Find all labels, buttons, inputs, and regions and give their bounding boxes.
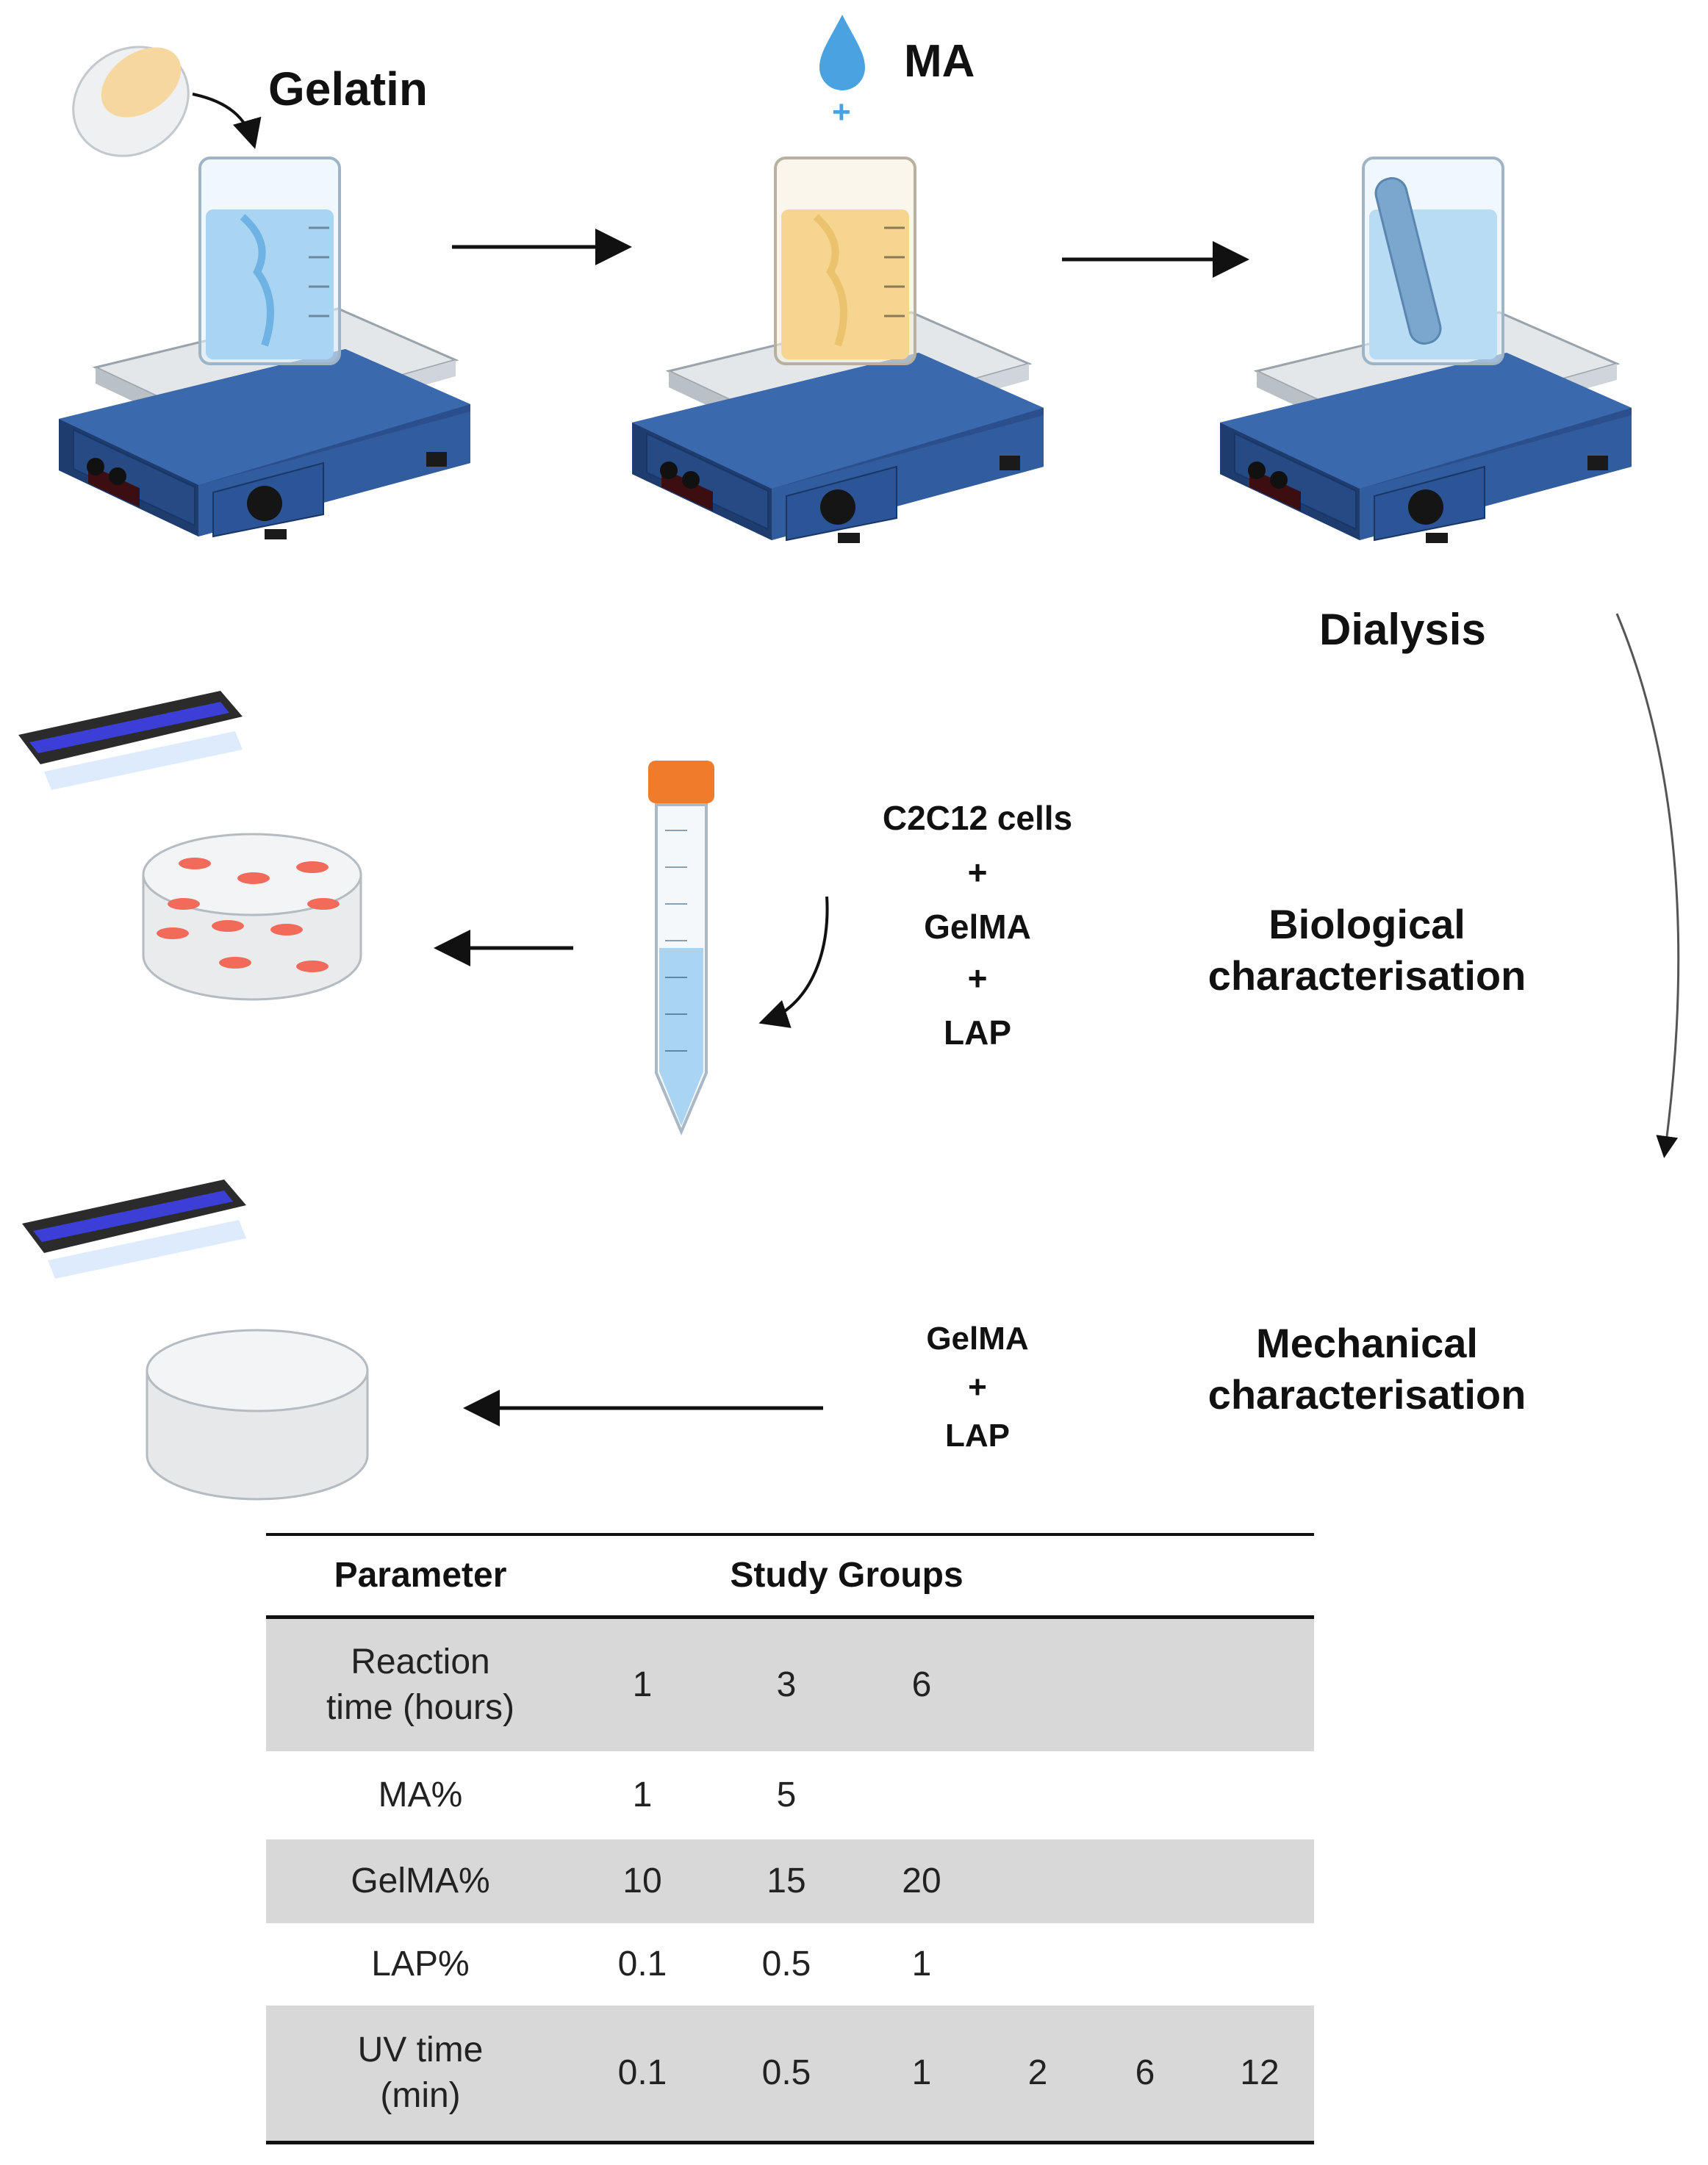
- table-header-row: Parameter Study Groups: [266, 1536, 1314, 1615]
- value-cell: 6: [1135, 2053, 1155, 2092]
- parameter-line: LAP%: [371, 1944, 470, 1983]
- arrow-mix-to-tube: [758, 896, 829, 1028]
- value-cell: 3: [776, 1665, 797, 1704]
- parameter-cell: Reaction time (hours): [266, 1619, 575, 1751]
- parameter-cell: LAP%: [266, 1923, 575, 2006]
- parameter-cell: UV time (min): [266, 2006, 575, 2141]
- mech-mix-lap: LAP: [945, 1418, 1010, 1454]
- value-cell: 1: [632, 1665, 653, 1704]
- bio-mix-label: C2C12 cells + GelMA + LAP: [853, 801, 1102, 1049]
- dialysis-bag-icon: [1362, 157, 1504, 365]
- table-row: GelMA% 10 15 20: [266, 1839, 1314, 1923]
- value-cell: 10: [622, 1861, 662, 1900]
- parameter-cell: MA%: [266, 1751, 575, 1839]
- parameter-line: Reaction: [351, 1642, 490, 1681]
- mech-mix-plus: +: [968, 1369, 987, 1405]
- dialysis-curve-arrow: [1615, 613, 1680, 1158]
- parameter-cell: GelMA%: [266, 1839, 575, 1923]
- table-row: MA% 1 5: [266, 1751, 1314, 1839]
- value-cell: 15: [767, 1861, 806, 1900]
- value-cell: 1: [911, 1944, 932, 1983]
- parameter-line: GelMA%: [351, 1861, 490, 1900]
- value-cell: 1: [911, 2053, 932, 2092]
- value-cell: 20: [902, 1861, 941, 1900]
- mechanical-line-2: characterisation: [1208, 1371, 1526, 1418]
- gelatin-arrow: [192, 93, 262, 149]
- uv-lamp-icon: [18, 691, 243, 790]
- table-row: Reaction time (hours) 1 3 6: [266, 1619, 1314, 1751]
- value-cell: 2: [1027, 2053, 1048, 2092]
- hydrogel-disc-icon-cells: [142, 833, 362, 1001]
- value-cell: 6: [911, 1665, 932, 1704]
- study-groups-table: Parameter Study Groups Reaction time (hou…: [266, 1533, 1314, 2144]
- table-top-rule: [266, 1533, 1314, 1536]
- mech-mix-gelma: GelMA: [926, 1321, 1029, 1357]
- beaker-icon: [198, 157, 341, 365]
- mech-mix-label: GelMA + LAP: [875, 1323, 1080, 1452]
- bio-mix-plus-2: +: [967, 959, 988, 997]
- uv-lamp-icon-2: [22, 1180, 246, 1279]
- header-parameter: Parameter: [334, 1555, 507, 1595]
- value-cell: 5: [776, 1775, 797, 1814]
- table-header-rule: [266, 1615, 1314, 1619]
- parameter-line: MA%: [378, 1775, 463, 1814]
- gelatin-label: Gelatin: [268, 62, 428, 115]
- bio-mix-plus-1: +: [967, 853, 988, 891]
- ma-plus-label: +: [832, 94, 851, 130]
- table-row: LAP% 0.1 0.5 1: [266, 1923, 1314, 2006]
- dialysis-label: Dialysis: [1319, 605, 1486, 654]
- parameter-line: time (hours): [326, 1688, 515, 1727]
- biological-line-1: Biological: [1269, 901, 1465, 947]
- gelatin-bowl-icon: [72, 46, 190, 157]
- falcon-tube-icon: [648, 761, 714, 1136]
- value-cell: 1: [632, 1775, 653, 1814]
- mechanical-characterisation-label: Mechanical characterisation: [1183, 1323, 1551, 1415]
- parameter-line: UV time: [357, 2030, 484, 2069]
- ma-label: MA: [904, 36, 975, 87]
- bio-mix-gelma: GelMA: [924, 908, 1031, 946]
- value-cell: 0.1: [617, 1944, 667, 1983]
- value-cell: 0.5: [761, 1944, 811, 1983]
- header-study-groups: Study Groups: [730, 1555, 964, 1595]
- table-bottom-rule: [266, 2141, 1314, 2144]
- biological-line-2: characterisation: [1208, 952, 1526, 999]
- hydrogel-disc-icon: [146, 1329, 369, 1501]
- value-cell: 0.5: [761, 2053, 811, 2092]
- water-drop-icon: [819, 15, 865, 90]
- biological-characterisation-label: Biological characterisation: [1183, 904, 1551, 997]
- value-cell: 0.1: [617, 2053, 667, 2092]
- beaker-icon-2: [774, 157, 916, 365]
- parameter-line: (min): [380, 2076, 461, 2115]
- bio-mix-lap: LAP: [944, 1013, 1011, 1052]
- mechanical-line-1: Mechanical: [1256, 1320, 1478, 1366]
- value-cell: 12: [1240, 2053, 1280, 2092]
- bio-mix-cells: C2C12 cells: [882, 799, 1073, 837]
